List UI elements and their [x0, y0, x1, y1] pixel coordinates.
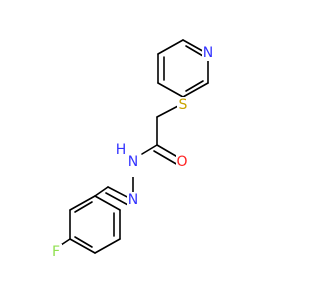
bond-imine-carbon-to-ring: [94, 186, 109, 197]
bond-benzene-6-inner: [74, 201, 93, 213]
bond-pyridine-4: [157, 82, 184, 98]
atom-amide-nitrogen: H N: [114, 142, 138, 177]
nitrogen-label: N: [128, 154, 138, 170]
bond-benzene-4-inner: [74, 236, 93, 248]
hydrogen-label: H: [116, 142, 127, 158]
bond-carbonyl-to-nh: [141, 144, 158, 155]
bond-sulfur-to-methylene: [156, 104, 181, 118]
bond-pyridine-3-inner: [185, 80, 204, 92]
atom-fluorine: F: [50, 244, 62, 260]
molecule-structure: N S O H N N F: [50, 39, 214, 260]
atom-pyridine-nitrogen: N: [202, 45, 214, 61]
atom-sulfur: S: [177, 97, 189, 113]
bond-pyridine-1-inner: [185, 45, 204, 57]
atom-layer: N S O H N N F: [50, 45, 214, 260]
bond-imine-double-2: [105, 192, 131, 207]
bond-carbonyl-double-2: [153, 150, 179, 166]
sulfur-label: S: [179, 97, 188, 113]
atom-carbonyl-oxygen: O: [176, 154, 188, 170]
bond-benzene-1: [94, 195, 121, 211]
bond-pyridine-3: [182, 82, 209, 98]
bond-layer: [57, 39, 209, 254]
bond-pyridine-6: [157, 39, 184, 55]
nitrogen-label: N: [128, 192, 138, 208]
nitrogen-label: N: [203, 45, 213, 61]
atom-imine-nitrogen: N: [127, 192, 139, 208]
bond-benzene-4: [69, 238, 96, 254]
bond-benzene-6: [69, 195, 96, 211]
bond-benzene-3: [94, 238, 121, 254]
fluorine-label: F: [52, 244, 60, 260]
oxygen-label: O: [176, 154, 187, 170]
